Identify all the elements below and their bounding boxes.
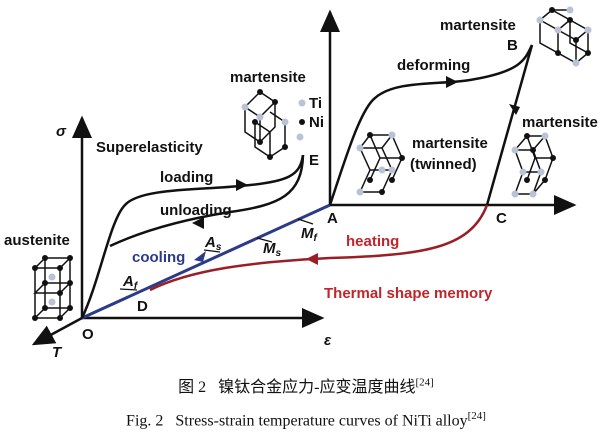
cooling-label: cooling	[132, 249, 185, 266]
superelasticity-label: Superelasticity	[96, 139, 203, 156]
unloading-b-c	[485, 44, 534, 206]
martensite-right-crystal-icon	[511, 132, 556, 198]
cooling-arrow	[194, 251, 206, 262]
ti-legend-dot	[298, 99, 306, 107]
strain-axis-label: ε	[324, 332, 332, 349]
cooling-line	[81, 203, 331, 320]
martensite-detwinned-crystal-icon	[536, 6, 592, 67]
bc-arrow	[509, 104, 520, 115]
niti-diagram: σ ε T O A B C D E Af As Ms Mf Superelast…	[4, 6, 598, 361]
point-c-label: C	[496, 210, 507, 227]
ni-legend-label: Ni	[309, 114, 324, 131]
deforming-curve	[328, 44, 534, 206]
caption-cn-label: 图 2	[178, 379, 207, 396]
caption-en-label: Fig. 2	[126, 412, 164, 430]
thermal-shape-memory-label: Thermal shape memory	[324, 285, 493, 302]
right-axes	[320, 9, 577, 215]
deforming-arrow	[446, 76, 458, 88]
loading-arrow	[236, 179, 248, 191]
austenite-label: austenite	[4, 232, 70, 249]
temperature-axis-label: T	[52, 344, 63, 361]
martensite-twinned-crystal-icon	[356, 131, 405, 196]
caption-cn-ref: [24]	[415, 376, 434, 389]
stress-axis-label: σ	[56, 123, 67, 140]
martensite-crystal-icon	[241, 89, 304, 160]
caption-chinese: 图 2 镍钛合金应力-应变温度曲线[24]	[0, 373, 612, 397]
af-label: Af	[122, 273, 139, 292]
unloading-label: unloading	[160, 202, 232, 219]
loading-label: loading	[160, 169, 213, 186]
austenite-crystal-icon	[32, 255, 73, 321]
point-e-label: E	[309, 152, 319, 169]
heating-curve	[149, 204, 489, 292]
left-axes	[31, 115, 325, 346]
caption-en-text: Stress-strain temperature curves of NiTi…	[175, 412, 468, 430]
as-label: As	[204, 234, 222, 253]
point-d-label: D	[137, 298, 148, 315]
ms-label: Ms	[263, 240, 282, 259]
point-a-label: A	[327, 210, 338, 227]
martensite-label: martensite	[230, 69, 306, 86]
heating-label: heating	[346, 233, 399, 250]
martensite-label: martensite	[522, 114, 598, 131]
martensite-label: martensite	[440, 17, 516, 34]
twinned-label: (twinned)	[410, 156, 477, 173]
deforming-label: deforming	[397, 57, 470, 74]
point-b-label: B	[507, 37, 518, 54]
temperature-ticks	[119, 218, 314, 291]
unloading-curve	[109, 154, 305, 248]
origin-label: O	[82, 326, 94, 343]
ni-legend-dot	[299, 119, 305, 125]
caption-english: Fig. 2 Stress-strain temperature curves …	[0, 410, 612, 430]
caption-cn-text: 镍钛合金应力-应变温度曲线	[218, 379, 416, 396]
heating-arrow	[306, 253, 318, 265]
mf-label: Mf	[301, 225, 319, 244]
unloading-arrow	[192, 217, 204, 229]
ti-legend-label: Ti	[309, 95, 322, 112]
martensite-twinned-label: martensite	[412, 135, 488, 152]
caption-en-ref: [24]	[467, 410, 486, 422]
loading-curve	[80, 154, 305, 319]
